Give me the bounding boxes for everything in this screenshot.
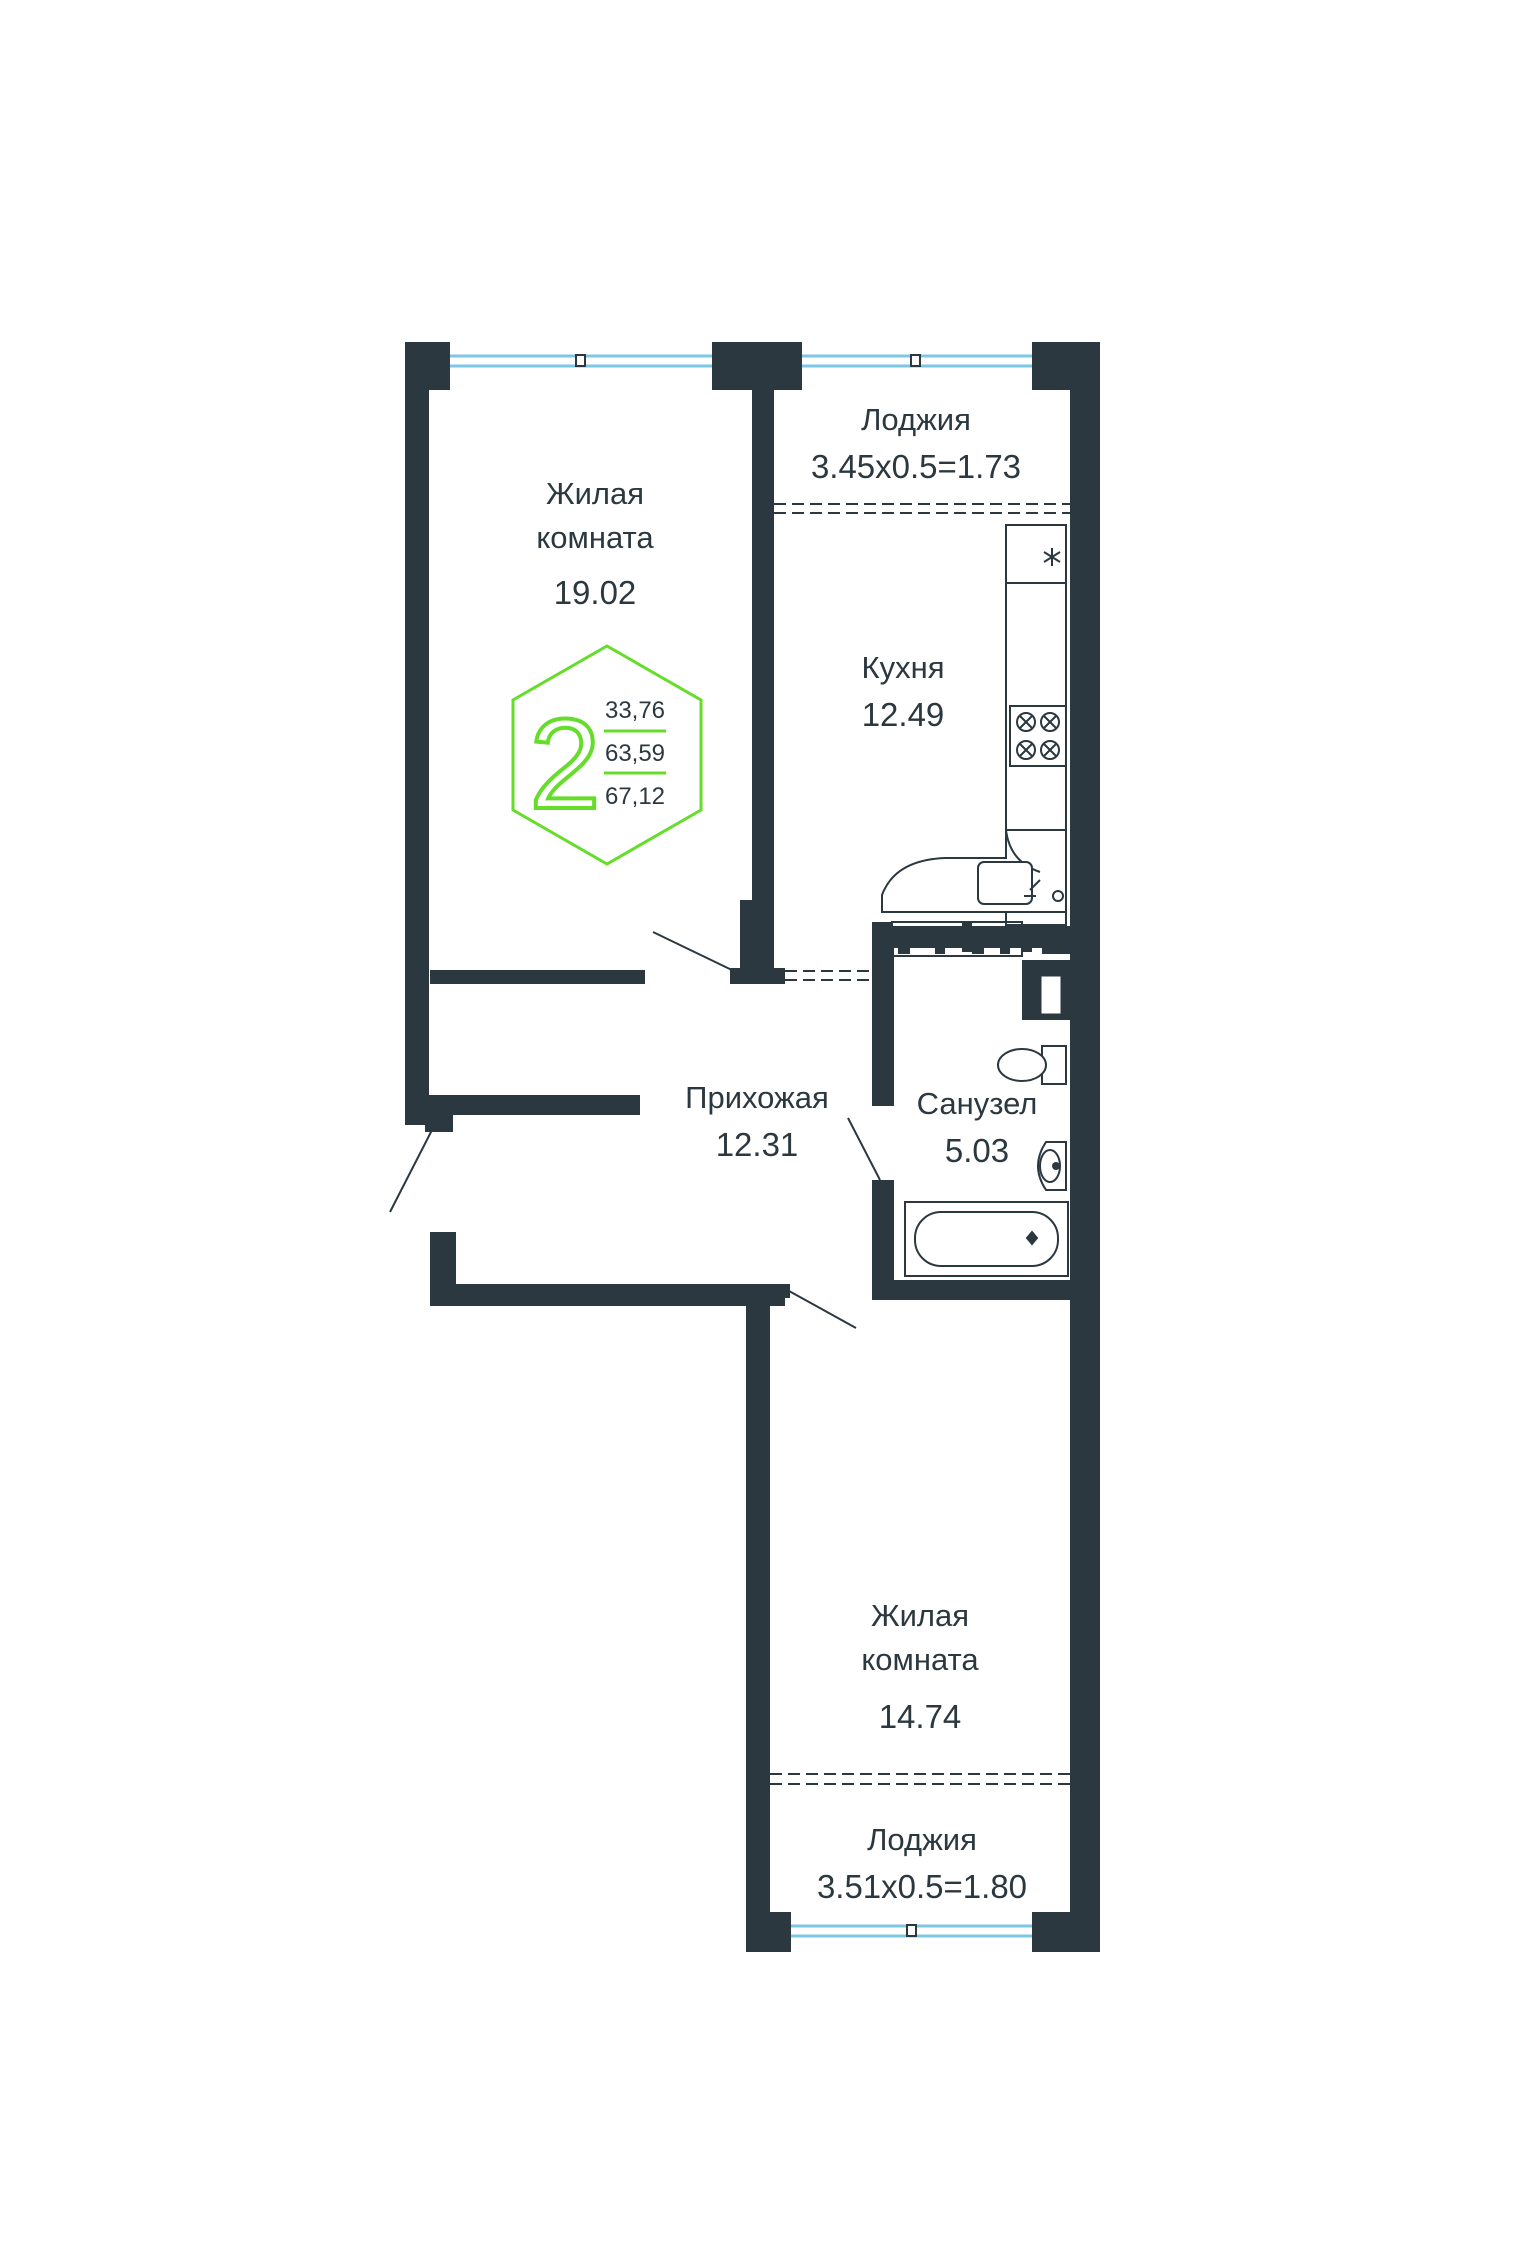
- window-mullions: [575, 354, 921, 1937]
- bathroom-label: Санузел: [917, 1086, 1038, 1121]
- apartment-badge: 2 33,76 63,59 67,12: [511, 644, 703, 866]
- window-mullion-3: [906, 1924, 917, 1937]
- loggia-1-formula: 3.45x0.5=1.73: [811, 448, 1021, 485]
- door-swings: [389, 931, 881, 1329]
- cooktop-icon: [1009, 705, 1067, 767]
- wall-living1-kitchen-end: [740, 900, 764, 980]
- counter-bottom-slots: [891, 921, 1023, 957]
- badge-total-with-loggias: 67,12: [605, 783, 665, 810]
- counter-inner-curve: [1005, 829, 1041, 873]
- room-bathroom: Санузел 5.03: [917, 1086, 1038, 1169]
- wall-bath-left-low: [872, 1180, 894, 1285]
- gap-4: [1000, 932, 1010, 954]
- window-mullion-2: [910, 354, 921, 367]
- wall-door-stub-kitchen: [730, 968, 785, 984]
- wall-hall-bottom-stub: [770, 1284, 790, 1298]
- bathroom-area: 5.03: [945, 1132, 1009, 1169]
- wall-kitchen-bottom-2: [962, 922, 972, 952]
- walls: [405, 342, 1100, 1952]
- wall-bath-left: [872, 926, 894, 1106]
- living-room-1-label-line1: Жилая: [546, 476, 644, 511]
- wall-right-notch-1: [1095, 600, 1100, 640]
- wall-hall-left-top: [430, 1095, 640, 1115]
- door-living1: [652, 931, 737, 973]
- gap-1: [898, 932, 910, 954]
- living-room-2-label-line2: комната: [861, 1642, 979, 1677]
- wall-bath-bottom: [872, 1280, 1070, 1300]
- living-room-2-label-line1: Жилая: [871, 1598, 969, 1633]
- toilet-icon: [997, 1045, 1067, 1085]
- badge-hexagon: [511, 644, 703, 866]
- shaft-opening: [1038, 973, 1064, 1017]
- bathroom-sink-icon: [1037, 1141, 1067, 1191]
- badge-total-area: 63,59: [605, 740, 665, 767]
- wall-living1-bottom: [430, 970, 645, 984]
- wall-living2-bottom-right: [1032, 1912, 1100, 1952]
- wall-left-outer: [405, 342, 429, 1117]
- hallway-area: 12.31: [716, 1126, 799, 1163]
- wall-right-outer: [1070, 342, 1100, 1932]
- loggia-2-formula: 3.51x0.5=1.80: [817, 1868, 1027, 1905]
- wall-living2-bottom-left: [746, 1912, 791, 1952]
- dashed-boundaries: [770, 503, 1070, 1785]
- sink-icon: [977, 861, 1064, 905]
- room-loggia-1: Лоджия 3.45x0.5=1.73: [811, 402, 1021, 485]
- room-living-1: Жилая комната 19.02: [536, 476, 654, 611]
- hallway-label: Прихожая: [685, 1080, 829, 1115]
- room-hallway: Прихожая 12.31: [685, 1080, 829, 1163]
- loggia-2-label: Лоджия: [867, 1822, 977, 1857]
- living-room-2-area: 14.74: [879, 1698, 962, 1735]
- room-loggia-2: Лоджия 3.51x0.5=1.80: [817, 1822, 1027, 1905]
- wall-living2-left: [746, 1290, 770, 1950]
- bathtub-icon: [904, 1201, 1069, 1277]
- living-room-1-label-line2: комната: [536, 520, 654, 555]
- wall-pier-top-middle: [712, 342, 802, 390]
- gap-3: [972, 932, 984, 954]
- wall-kitchen-bottom-1: [872, 922, 892, 962]
- wall-kitchen-bottom-3: [1022, 922, 1032, 952]
- gap-2: [935, 932, 945, 954]
- wall-left-door-stub: [425, 1110, 453, 1132]
- door-bathroom: [847, 1117, 881, 1181]
- window-mullion-1: [575, 354, 586, 367]
- door-living2: [779, 1285, 857, 1329]
- kitchen-bottom-gaps: [898, 932, 1070, 954]
- living-room-1-area: 19.02: [554, 574, 637, 611]
- wall-living1-kitchen: [752, 384, 774, 984]
- asterisk-icon: [1043, 548, 1061, 566]
- kitchen-area: 12.49: [862, 696, 945, 733]
- kitchen-label: Кухня: [862, 650, 945, 685]
- gap-5: [1042, 932, 1070, 954]
- badge-living-area: 33,76: [605, 697, 665, 724]
- wall-hall-bottom: [430, 1284, 785, 1306]
- badge-rooms-count: 2: [529, 693, 600, 836]
- loggia-1-label: Лоджия: [861, 402, 971, 437]
- room-kitchen: Кухня 12.49: [862, 650, 945, 733]
- room-living-2: Жилая комната 14.74: [861, 1598, 979, 1735]
- door-entrance: [389, 1129, 433, 1213]
